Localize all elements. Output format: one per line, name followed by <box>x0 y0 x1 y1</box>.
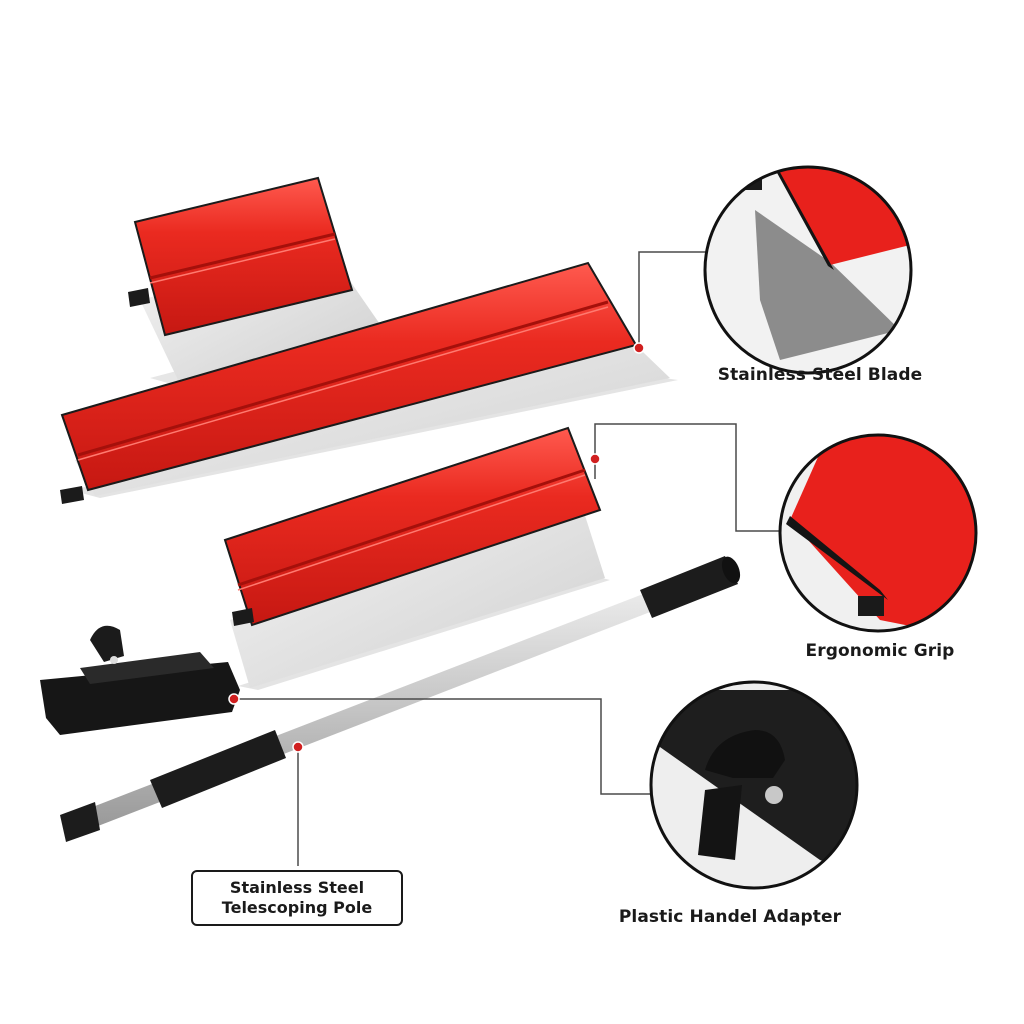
handle-adapter <box>40 625 240 735</box>
large-blade <box>60 261 678 504</box>
callout-label-grip: Ergonomic Grip <box>805 641 955 661</box>
callout-label-pole-line1: Stainless Steel <box>229 878 365 897</box>
detail-circle-grip <box>778 433 978 633</box>
connector-lines <box>234 251 781 866</box>
medium-blade <box>223 426 610 690</box>
detail-circle-blade <box>703 165 913 375</box>
callout-label-blade: Stainless Steel Blade <box>717 365 923 385</box>
callout-box-pole: Stainless Steel Telescoping Pole <box>191 870 403 926</box>
telescoping-pole <box>60 556 741 842</box>
callout-label-adapter: Plastic Handel Adapter <box>618 907 842 927</box>
callout-label-pole-line2: Telescoping Pole <box>221 898 373 917</box>
marker-dots <box>228 342 645 753</box>
detail-circle-adapter <box>649 680 859 890</box>
